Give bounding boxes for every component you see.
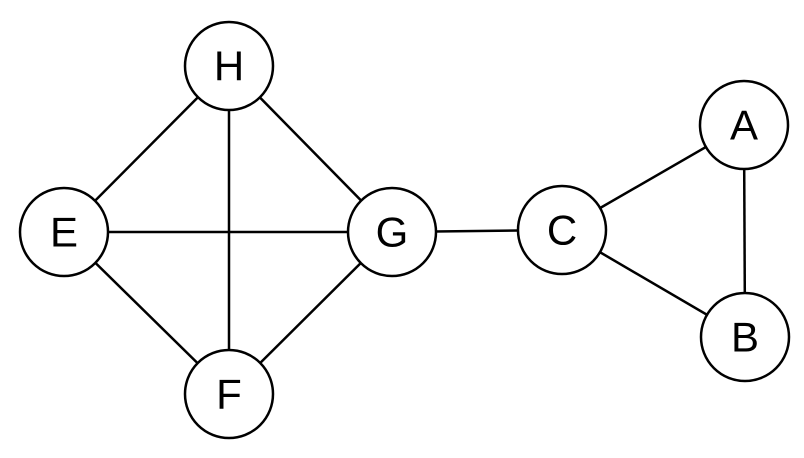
node-circle-B xyxy=(699,291,791,383)
node-circle-G xyxy=(346,186,438,278)
node-A: A xyxy=(698,79,790,171)
node-circle-C xyxy=(516,184,608,276)
node-label-G: G xyxy=(376,209,409,256)
node-label-F: F xyxy=(216,371,242,418)
node-B: B xyxy=(699,291,791,383)
node-label-C: C xyxy=(547,207,577,254)
node-F: F xyxy=(183,348,275,440)
node-circle-F xyxy=(183,348,275,440)
node-E: E xyxy=(18,186,110,278)
node-G: G xyxy=(346,186,438,278)
node-C: C xyxy=(516,184,608,276)
node-circle-A xyxy=(698,79,790,171)
node-label-A: A xyxy=(730,102,758,149)
node-label-E: E xyxy=(50,209,78,256)
node-label-H: H xyxy=(214,43,244,90)
node-circle-E xyxy=(18,186,110,278)
node-label-B: B xyxy=(731,314,759,361)
node-circle-H xyxy=(183,20,275,112)
nodes-layer: H E G F C A B xyxy=(18,20,791,440)
node-H: H xyxy=(183,20,275,112)
